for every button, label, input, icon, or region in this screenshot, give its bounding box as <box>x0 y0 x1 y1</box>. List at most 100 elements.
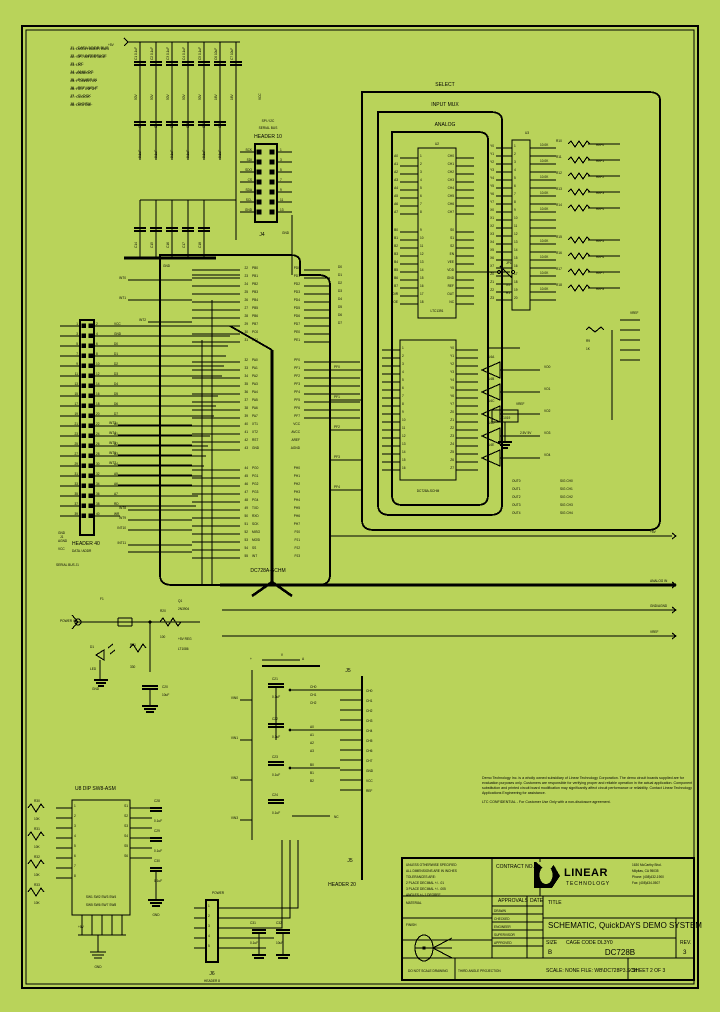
svg-text:SPI / I2C: SPI / I2C <box>262 119 275 123</box>
svg-text:33: 33 <box>74 482 78 486</box>
svg-text:C7 10uF: C7 10uF <box>230 48 234 60</box>
svg-text:Y0: Y0 <box>490 144 494 148</box>
svg-text:VO0: VO0 <box>544 365 551 369</box>
size-value: B <box>548 949 552 956</box>
svg-text:D1: D1 <box>114 352 118 356</box>
svg-text:36: 36 <box>244 390 248 394</box>
svg-text:15: 15 <box>420 276 424 280</box>
notes-block: Demo Technology Inc. is a wholly owned s… <box>482 776 692 804</box>
svg-text:31: 31 <box>74 472 78 476</box>
svg-text:PB5: PB5 <box>252 306 258 310</box>
svg-text:CH0: CH0 <box>310 685 317 689</box>
svg-text:4: 4 <box>74 834 76 838</box>
svg-text:ENGINEER: ENGINEER <box>494 925 511 929</box>
svg-text:PA7: PA7 <box>252 414 258 418</box>
svg-text:X0: X0 <box>490 208 494 212</box>
svg-text:VREF: VREF <box>516 402 525 406</box>
svg-text:Q1: Q1 <box>178 599 182 603</box>
svg-text:55: 55 <box>244 554 248 558</box>
svg-text:J6: REF INPUT: J6: REF INPUT <box>70 86 97 91</box>
svg-text:PD4: PD4 <box>294 298 300 302</box>
svg-text:10.0K: 10.0K <box>540 191 549 195</box>
svg-text:CH0: CH0 <box>366 689 373 693</box>
svg-text:CH6: CH6 <box>366 749 373 753</box>
svg-text:XT2: XT2 <box>252 430 258 434</box>
svg-text:C3 0.1uF: C3 0.1uF <box>166 47 170 60</box>
svg-text:30: 30 <box>244 330 248 334</box>
svg-text:PA5: PA5 <box>252 398 258 402</box>
svg-text:HEADER 40: HEADER 40 <box>72 541 100 547</box>
svg-text:PF4: PF4 <box>294 390 300 394</box>
svg-text:13: 13 <box>402 442 406 446</box>
svg-text:0.1uF: 0.1uF <box>154 819 162 823</box>
svg-text:A4: A4 <box>114 462 118 466</box>
svg-text:PD0: PD0 <box>294 266 300 270</box>
svg-text:A7: A7 <box>114 492 118 496</box>
svg-text:5: 5 <box>74 844 76 848</box>
svg-text:13: 13 <box>514 240 518 244</box>
svg-text:Y1: Y1 <box>450 354 454 358</box>
svg-text:TECHNOLOGY: TECHNOLOGY <box>566 881 610 887</box>
svg-text:S3: S3 <box>124 824 128 828</box>
svg-text:OUT2: OUT2 <box>512 495 521 499</box>
svg-text:50V: 50V <box>166 93 170 100</box>
svg-text:J1: J1 <box>60 535 64 539</box>
svg-text:20: 20 <box>514 296 518 300</box>
svg-text:17: 17 <box>420 292 424 296</box>
svg-text:S6: S6 <box>124 854 128 858</box>
svg-text:45: 45 <box>244 474 248 478</box>
svg-text:ANGLES +/- 1 DEGREE: ANGLES +/- 1 DEGREE <box>406 893 441 897</box>
svg-text:50V: 50V <box>182 93 186 100</box>
svg-text:A5: A5 <box>394 194 398 198</box>
svg-text:LINEAR: LINEAR <box>564 867 608 879</box>
projection-symbol <box>414 934 453 962</box>
svg-text:INT5: INT5 <box>109 441 116 445</box>
misc-net-labels: PF0 PF1 PF2 PF3 PF4 <box>334 365 340 489</box>
svg-text:C4 0.1uF: C4 0.1uF <box>182 47 186 60</box>
svg-text:+5V: +5V <box>108 43 115 47</box>
svg-text:U2: U2 <box>435 142 439 146</box>
svg-text:53: 53 <box>244 538 248 542</box>
svg-text:CH3: CH3 <box>448 178 455 182</box>
date-label: DATE <box>530 898 544 904</box>
svg-text:INT7: INT7 <box>109 461 116 465</box>
svg-text:REF6: REF6 <box>596 255 604 259</box>
svg-text:14: 14 <box>514 248 518 252</box>
svg-text:A3: A3 <box>394 178 398 182</box>
svg-text:38: 38 <box>96 502 100 506</box>
svg-text:13: 13 <box>74 382 78 386</box>
svg-text:15: 15 <box>402 458 406 462</box>
svg-text:16: 16 <box>420 284 424 288</box>
svg-text:B1: B1 <box>310 771 314 775</box>
svg-text:GND: GND <box>163 264 171 268</box>
svg-text:27: 27 <box>74 452 78 456</box>
svg-text:Phone: (408)432-1900: Phone: (408)432-1900 <box>632 875 664 879</box>
filter-stage-1: C21 0.1uF CH0 CH1 CH2 <box>268 677 340 740</box>
svg-text:PF4: PF4 <box>334 485 340 489</box>
svg-text:Z6: Z6 <box>450 458 454 462</box>
svg-text:GND: GND <box>152 913 160 917</box>
svg-text:PB7: PB7 <box>252 322 258 326</box>
svg-text:19: 19 <box>74 412 78 416</box>
svg-text:CH7: CH7 <box>366 759 373 763</box>
svg-text:PF3: PF3 <box>334 455 340 459</box>
svg-text:0.1uF: 0.1uF <box>272 735 280 739</box>
svg-text:HEADER 8: HEADER 8 <box>204 979 220 983</box>
svg-text:D0: D0 <box>338 265 342 269</box>
svg-text:1: 1 <box>402 346 404 350</box>
svg-text:U4C: U4C <box>488 399 495 403</box>
svg-text:INT: INT <box>252 554 257 558</box>
svg-text:10K: 10K <box>34 901 41 905</box>
svg-text:11: 11 <box>514 224 518 228</box>
svg-text:PD6: PD6 <box>294 314 300 318</box>
svg-text:A1: A1 <box>394 162 398 166</box>
svg-text:S2: S2 <box>124 814 128 818</box>
svg-text:11: 11 <box>420 244 424 248</box>
svg-text:2: 2 <box>208 914 210 918</box>
approval-rows: DRAWN CHECKED ENGINEER SUPERVISOR APPROV… <box>494 909 516 945</box>
svg-text:2: 2 <box>74 814 76 818</box>
svg-text:48: 48 <box>244 498 248 502</box>
svg-text:7: 7 <box>76 352 78 356</box>
